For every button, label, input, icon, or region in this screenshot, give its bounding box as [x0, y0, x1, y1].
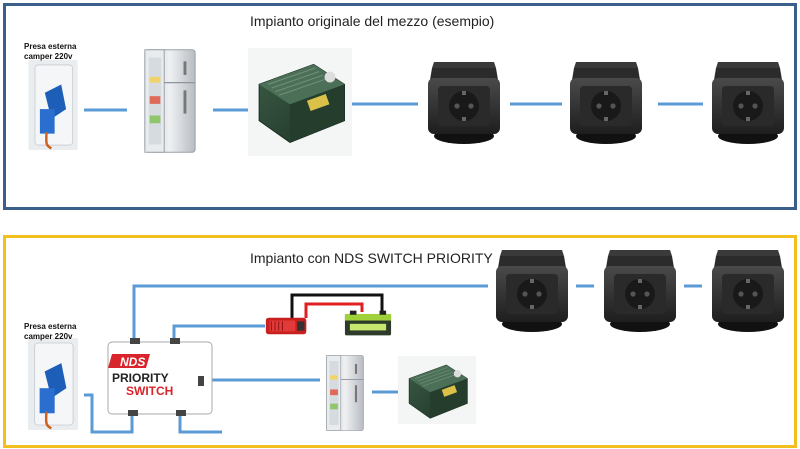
cable-switch-out	[178, 412, 222, 434]
bottom-plug-label: Presa esterna camper 220v	[24, 322, 76, 342]
bottom-cables	[84, 284, 702, 434]
top-plug-label-line1: Presa esterna	[24, 42, 77, 51]
bottom-plug-label-line2: camper 220v	[24, 332, 73, 341]
switch-name-line1: PRIORITY	[112, 371, 169, 385]
nds-system-frame	[3, 235, 797, 448]
top-fridge	[127, 45, 213, 160]
original-system-title: Impianto originale del mezzo (esempio)	[250, 13, 495, 29]
nds-system-title: Impianto con NDS SWITCH PRIORITY	[250, 250, 493, 266]
bottom-plug-label-line1: Presa esterna	[24, 322, 77, 331]
top-plug-label: Presa esterna camper 220v	[24, 42, 76, 62]
top-plug-label-line2: camper 220v	[24, 52, 73, 61]
cable-plug-switch	[84, 393, 134, 434]
switch-brand: NDS	[120, 355, 145, 369]
dc-negative-cable	[290, 293, 384, 318]
original-system-frame	[3, 3, 797, 210]
priority-switch-icon: NDS PRIORITY SWITCH	[107, 338, 213, 416]
dc-positive-cable	[304, 302, 364, 318]
bottom-charger	[398, 356, 476, 424]
switch-name-line2: SWITCH	[126, 384, 173, 398]
dc-cables	[290, 293, 384, 318]
cable-switch-inverter	[172, 324, 265, 342]
bottom-fridge	[320, 352, 372, 432]
top-charger	[248, 48, 352, 156]
cable-switch-sockets	[132, 284, 488, 342]
